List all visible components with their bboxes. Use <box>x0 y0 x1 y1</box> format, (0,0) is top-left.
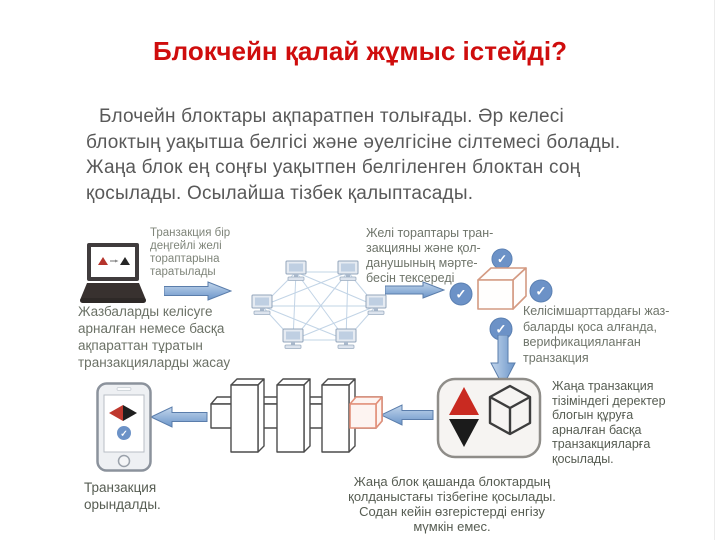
intro-paragraph: Блочейн блоктары ақпаратпен толығады. Әр… <box>86 104 646 206</box>
blockchain-chain-icon <box>210 378 383 453</box>
arrow-laptop-to-network-icon <box>164 281 232 301</box>
red-triangle-icon <box>449 387 479 415</box>
black-triangle-icon <box>449 419 479 447</box>
label-new-block: Жаңа транзакция тізіміндегі деректер бло… <box>552 379 666 466</box>
svg-text:✓: ✓ <box>536 284 547 299</box>
computer-icon <box>282 328 304 349</box>
block-badge-icon <box>436 377 542 459</box>
network-mesh-lines <box>261 271 377 341</box>
black-triangle-icon <box>123 405 137 421</box>
svg-text:✓: ✓ <box>497 252 507 266</box>
computer-icon <box>251 294 273 315</box>
label-chain-rule: Жаңа блок қашанда блоктардың қолданыстағ… <box>348 474 556 534</box>
svg-text:✓: ✓ <box>456 287 467 302</box>
label-verify: Желі тораптары тран- закцияны және қол- … <box>366 226 494 285</box>
label-create-transaction: Жазбаларды келісуге арналған немесе басқ… <box>78 304 231 370</box>
intro-line: қосылады. Осылайша тізбек қалыптасады. <box>86 182 474 204</box>
computer-icon <box>285 260 307 281</box>
arrow-network-to-verify-icon <box>385 281 445 299</box>
black-triangle-icon <box>120 257 130 265</box>
svg-text:✓: ✓ <box>120 429 128 439</box>
arrow-badge-to-chain-icon <box>380 404 434 426</box>
computer-icon <box>365 294 387 315</box>
check-badge-icon: ✓ <box>449 282 473 306</box>
check-badge-icon: ✓ <box>529 279 553 303</box>
computer-icon <box>335 328 357 349</box>
new-block-icon <box>349 396 383 429</box>
wireframe-cube-icon <box>488 384 532 436</box>
page-title: Блокчейн қалай жұмыс істейді? <box>152 36 568 66</box>
computer-icon <box>337 260 359 281</box>
check-badge-icon <box>117 426 131 440</box>
slide-edge <box>714 0 715 540</box>
svg-text:✓: ✓ <box>496 322 507 337</box>
intro-line: Блочейн блоктары ақпаратпен толығады. Әр… <box>99 106 564 127</box>
laptop-icon <box>80 243 146 303</box>
smartphone-icon: ✓ <box>96 382 152 472</box>
intro-line: блоктың уақытша белгісі және әуелгісіне … <box>86 131 621 153</box>
red-triangle-icon <box>109 405 123 421</box>
arrow-chain-to-phone-icon <box>150 406 208 428</box>
red-triangle-icon <box>98 257 108 265</box>
intro-line: Жаңа блок ең соңғы уақытпен белгіленген … <box>86 157 581 178</box>
label-verified-transaction: Келісімшарттардағы жаз- баларды қоса алғ… <box>523 304 670 365</box>
home-button-icon <box>117 454 131 468</box>
arrow-down-verified-icon <box>490 335 516 387</box>
label-broadcast: Транзакция бір деңгейлі желі тораптарына… <box>150 227 231 278</box>
p2p-network-diagram <box>251 260 387 349</box>
label-transaction-done: Транзакция орындалды. <box>84 480 161 512</box>
cube-icon <box>477 267 527 310</box>
